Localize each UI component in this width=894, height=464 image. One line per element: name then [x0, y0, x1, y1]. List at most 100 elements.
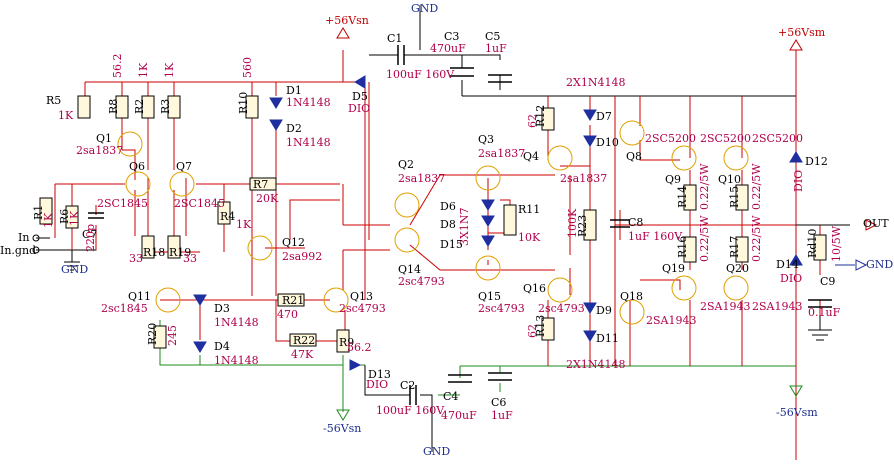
- resistor-ref-R4: R4: [220, 210, 235, 223]
- transistor-ref-Q18: Q18: [620, 290, 643, 303]
- diode-part-D13: DIO: [366, 378, 388, 391]
- transistor-part-Q12: 2sa992: [282, 250, 322, 263]
- transistor-ref-Q3: Q3: [478, 133, 494, 146]
- diode-part-D5: DIO: [348, 102, 370, 115]
- transistor-Q13: [323, 287, 349, 313]
- transistor-ref-Q13: Q13: [350, 290, 373, 303]
- transistor-ref-Q16: Q16: [523, 282, 546, 295]
- transistor-ref-Q1: Q1: [96, 132, 112, 145]
- diode-ref-D4: D4: [214, 340, 230, 353]
- resistor-ref-R10: R10: [237, 92, 250, 114]
- capacitor-ref-C9: C9: [820, 275, 835, 288]
- diode-ref-D11: D11: [596, 332, 619, 345]
- rail-label-pos-sm: +56Vsm: [778, 26, 826, 39]
- capacitor-C6: [488, 372, 512, 381]
- resistor-value-R19: 33: [183, 252, 197, 265]
- resistor-R12: [541, 107, 555, 131]
- transistor-Q15: [475, 255, 501, 281]
- resistor-R15: [735, 184, 749, 211]
- resistor-R23: [583, 209, 597, 241]
- transistor-part-Q1: 2sa1837: [76, 144, 123, 157]
- diode-D3: [193, 294, 207, 306]
- transistor-ref-Q19: Q19: [662, 262, 685, 275]
- transistor-part-Q19: 2SA1943: [700, 300, 750, 313]
- diode-part-D14: DIO: [780, 272, 802, 285]
- io-in-label: In: [18, 231, 29, 244]
- transistor-Q9: [671, 145, 697, 171]
- resistor-ref-R19: R19: [169, 246, 191, 259]
- resistor-ref-R14: R14: [676, 186, 689, 208]
- diode-ref-D13: D13: [368, 368, 391, 381]
- diode-ref-D12: D12: [805, 155, 828, 168]
- transistor-ref-Q11: Q11: [128, 290, 151, 303]
- output-arrow-icon: [865, 219, 878, 231]
- resistor-ref-R6: R6: [58, 209, 71, 224]
- transistor-part-Q3: 2sa1837: [478, 147, 525, 160]
- transistor-ref-Q2: Q2: [398, 158, 414, 171]
- diode-ref-D2: D2: [286, 122, 302, 135]
- diode-D6: [481, 199, 495, 211]
- capacitor-C8: [610, 219, 630, 228]
- resistor-ref-R22: R22: [293, 334, 315, 347]
- note-bottom-diode-pair: 2X1N4148: [566, 358, 625, 371]
- transistor-Q7: [169, 171, 195, 197]
- resistor-ref-R7: R7: [253, 178, 268, 191]
- transistor-Q6: [125, 171, 151, 197]
- capacitor-ref-C1: C1: [387, 32, 402, 45]
- transistor-part-Q18: 2SA1943: [646, 314, 696, 327]
- transistor-Q10: [723, 145, 749, 171]
- resistor-ref-R12: R12: [534, 105, 547, 127]
- transistor-Q11: [155, 287, 181, 313]
- resistor-value-R18: 33: [129, 252, 143, 265]
- transistor-bodies: [117, 120, 749, 325]
- diode-ref-D8: D8: [440, 218, 456, 231]
- transistor-Q1: [117, 131, 143, 157]
- resistor-value-Rd10: 10/5W: [830, 225, 843, 262]
- capacitor-value-C9: 0.1uF: [808, 306, 841, 319]
- resistor-value-R16: 0.22/5W: [698, 215, 711, 262]
- resistor-ref-R20: R20: [146, 323, 159, 345]
- resistor-R3: [167, 95, 181, 119]
- transistor-ref-Q14: Q14: [398, 263, 421, 276]
- resistor-value-R13: 62: [526, 324, 539, 338]
- resistor-value-R15: 0.22/5W: [750, 163, 763, 210]
- transistor-part-Q4: 2sa1837: [560, 172, 607, 185]
- resistor-value-R10: 560: [241, 57, 254, 78]
- pos-rail-arrow-icon: [336, 27, 350, 39]
- resistor-ref-R11: R11: [518, 203, 540, 216]
- transistor-Q16: [547, 277, 573, 303]
- transistor-ref-Q9: Q9: [665, 173, 681, 186]
- resistor-value-R2: 1K: [137, 62, 150, 78]
- capacitor-value-C8: 1uF 160V: [628, 230, 683, 243]
- resistor-ref-R15: R15: [728, 186, 741, 208]
- diode-part-D1: 1N4148: [286, 96, 331, 109]
- transistor-ref-Q10: Q10: [718, 173, 741, 186]
- resistor-value-R8: 56.2: [111, 54, 124, 79]
- transistor-Q12: [247, 235, 273, 261]
- resistor-R18: [141, 235, 155, 259]
- transistor-part-Q20: 2SA1943: [752, 300, 802, 313]
- resistor-R14: [683, 184, 697, 211]
- resistor-ref-R18: R18: [143, 246, 165, 259]
- input-gnd-terminal-icon: [32, 246, 40, 254]
- pos-rail-arrow-icon: [789, 39, 803, 51]
- diode-D2: [269, 119, 283, 131]
- resistor-ref-R16: R16: [676, 236, 689, 258]
- resistor-R10: [245, 95, 259, 119]
- resistor-R22: [289, 333, 317, 347]
- capacitor-ref-C7: C7: [82, 228, 97, 241]
- gnd-label-top: GND: [411, 2, 438, 15]
- capacitor-value-C3: 470uF: [430, 42, 466, 55]
- resistor-R19: [167, 235, 181, 259]
- capacitor-value-C4: 470uF: [441, 409, 477, 422]
- diode-D5: [354, 75, 366, 89]
- diode-ref-D14: D14: [776, 258, 799, 271]
- diode-part-D3: 1N4148: [214, 316, 259, 329]
- resistor-R7: [249, 177, 277, 191]
- diode-part-D12: DIO: [792, 170, 805, 192]
- resistor-R5: [77, 95, 91, 119]
- resistor-value-R9: 56.2: [347, 341, 372, 354]
- resistor-value-R5: 1K: [58, 109, 74, 122]
